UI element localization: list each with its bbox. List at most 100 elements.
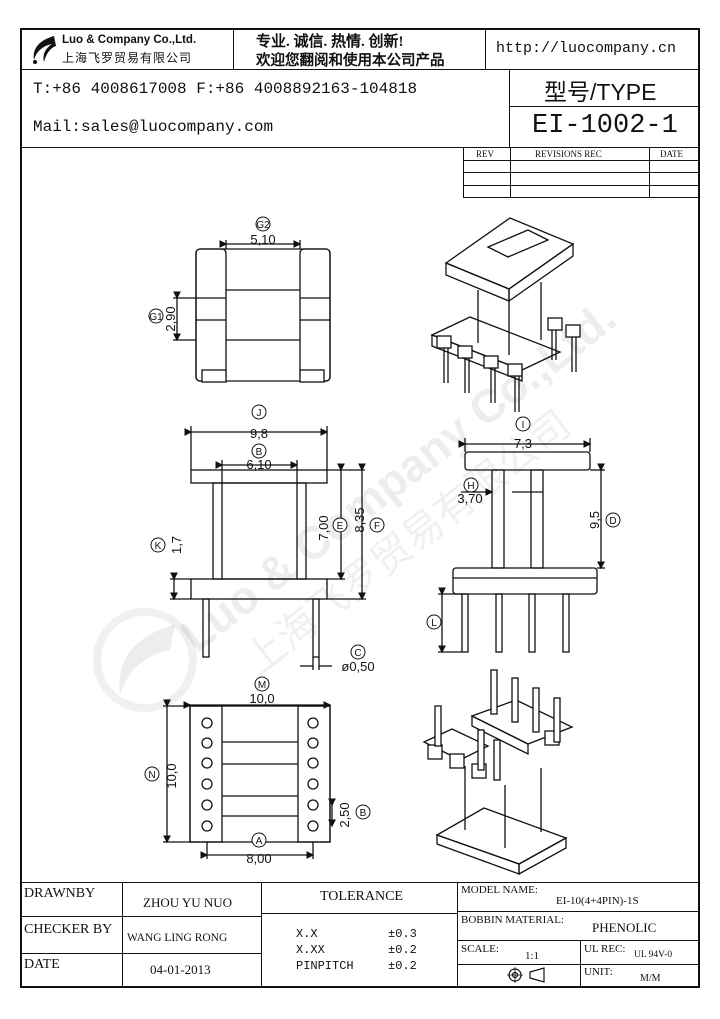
scale-value: 1:1 — [525, 950, 540, 962]
dim-K-letter: K — [155, 541, 162, 552]
ref-circle-J — [251, 404, 267, 420]
slogan-line-2: 欢迎您翻阅和使用本公司产品 — [256, 53, 445, 69]
watermark-logo-icon — [93, 608, 197, 712]
dim-H-letter: H — [467, 481, 474, 492]
rev-date-header: DATE — [660, 149, 683, 159]
side-view-outline — [452, 451, 598, 653]
dim-N-value: 10,0 — [164, 763, 179, 788]
ref-circle-A — [251, 832, 267, 848]
dim-J-letter: J — [257, 408, 262, 419]
tol-xxx-value: ±0.2 — [388, 943, 417, 957]
ul-label: UL REC: — [584, 943, 626, 955]
tb-row-1 — [20, 916, 261, 917]
model-name-label: MODEL NAME: — [461, 884, 538, 896]
dim-E-letter: E — [337, 521, 344, 532]
tb-sep-3 — [457, 882, 458, 988]
tb-right-row-1 — [457, 911, 700, 912]
tb-sep-2 — [261, 882, 262, 988]
bobbin-label: BOBBIN MATERIAL: — [461, 914, 564, 926]
dim-Bpin-letter: B — [360, 808, 367, 819]
dim-G2-value: 5,10 — [250, 232, 275, 247]
header-divider — [20, 69, 700, 70]
checker-label: CHECKER BY — [24, 922, 113, 937]
ref-circle-E — [332, 517, 348, 533]
tb-right-sep — [580, 940, 581, 988]
dim-M-letter: M — [258, 680, 266, 691]
model-number: EI-1002-1 — [532, 111, 678, 141]
dim-G1-letter: G1 — [149, 312, 163, 323]
ul-value: UL 94V-0 — [634, 950, 673, 960]
ref-circle-L — [426, 614, 442, 630]
dim-C-value: ø0,50 — [341, 659, 374, 674]
dim-J-value: 9,8 — [250, 426, 268, 441]
ref-circle-F — [369, 517, 385, 533]
header-sep-2 — [485, 28, 486, 69]
checker-value: WANG LING RONG — [127, 932, 228, 944]
tol-xx-value: ±0.3 — [388, 927, 417, 941]
slogan-line-1: 专业. 诚信. 热情. 创新! — [256, 34, 404, 50]
type-box-sep — [509, 69, 510, 147]
dim-F-letter: F — [374, 521, 380, 532]
dim-Bpin-value: 2,50 — [337, 802, 352, 827]
tolerance-label: TOLERANCE — [320, 889, 403, 904]
dim-C-letter: C — [354, 648, 361, 659]
title-block-top — [20, 882, 700, 883]
unit-label: UNIT: — [584, 966, 613, 978]
website-link[interactable]: http://luocompany.cn — [496, 40, 677, 57]
ref-circle-K — [150, 537, 166, 553]
tb-row-2 — [20, 953, 261, 954]
dim-D-value: 9,5 — [587, 511, 602, 529]
ref-circle-G1 — [148, 308, 164, 324]
dim-B-value: 6,10 — [246, 457, 271, 472]
date-label: DATE — [24, 957, 60, 972]
dim-E-value: 7,00 — [316, 515, 331, 540]
rev-row-1 — [463, 160, 700, 161]
dim-L-letter: L — [431, 618, 437, 629]
rev-row-2 — [463, 172, 700, 173]
ref-circle-M — [254, 676, 270, 692]
tol-xx-label: X.X — [296, 927, 318, 941]
dim-G1-value: 2,90 — [163, 306, 178, 331]
revisions-rec-header: REVISIONS REC — [535, 149, 602, 159]
tb-tol-row — [261, 913, 457, 914]
type-label: 型号/TYPE — [544, 79, 657, 105]
phone-fax: T:+86 4008617008 F:+86 4008892163-104818 — [33, 80, 418, 98]
drawnby-label: DRAWNBY — [24, 886, 96, 901]
dim-M-value: 10,0 — [249, 691, 274, 706]
email[interactable]: Mail:sales@luocompany.com — [33, 118, 274, 136]
dim-H-value: 3,70 — [457, 491, 482, 506]
ref-circle-I — [515, 416, 531, 432]
dim-I-letter: I — [522, 420, 525, 431]
tb-right-row-3 — [457, 964, 700, 965]
ref-circle-G2 — [255, 216, 271, 232]
ref-circle-N — [144, 766, 160, 782]
date-value: 04-01-2013 — [150, 962, 211, 977]
bottom-view-outline — [189, 705, 331, 843]
dim-B-letter: B — [256, 447, 263, 458]
scale-label: SCALE: — [461, 943, 499, 955]
dim-A-letter: A — [256, 836, 263, 847]
rev-col-header: REV — [476, 149, 494, 159]
tol-pin-value: ±0.2 — [388, 959, 417, 973]
bobbin-value: PHENOLIC — [592, 920, 657, 935]
dim-F-value: 8,35 — [352, 507, 367, 532]
tb-sep-1 — [122, 882, 123, 988]
model-name-value: EI-10(4+4PIN)-1S — [556, 895, 639, 907]
ref-circle-H — [463, 477, 479, 493]
type-box-divider — [509, 106, 700, 107]
ref-circle-C — [350, 644, 366, 660]
ref-circle-D — [605, 512, 621, 528]
isometric-view-top — [430, 217, 581, 412]
company-name-cn: 上海飞罗贸易有限公司 — [62, 51, 193, 65]
ref-circle-B — [251, 443, 267, 459]
dim-G2-letter: G2 — [256, 220, 270, 231]
front-view-outline — [190, 469, 328, 658]
isometric-view-bottom — [422, 669, 574, 876]
drawing-sheet — [20, 28, 700, 988]
company-logo-icon — [33, 36, 56, 64]
tol-xxx-label: X.XX — [296, 943, 325, 957]
unit-value: M/M — [640, 973, 661, 984]
tol-pin-label: PINPITCH — [296, 959, 354, 973]
dim-K-value: 1,7 — [169, 536, 184, 554]
